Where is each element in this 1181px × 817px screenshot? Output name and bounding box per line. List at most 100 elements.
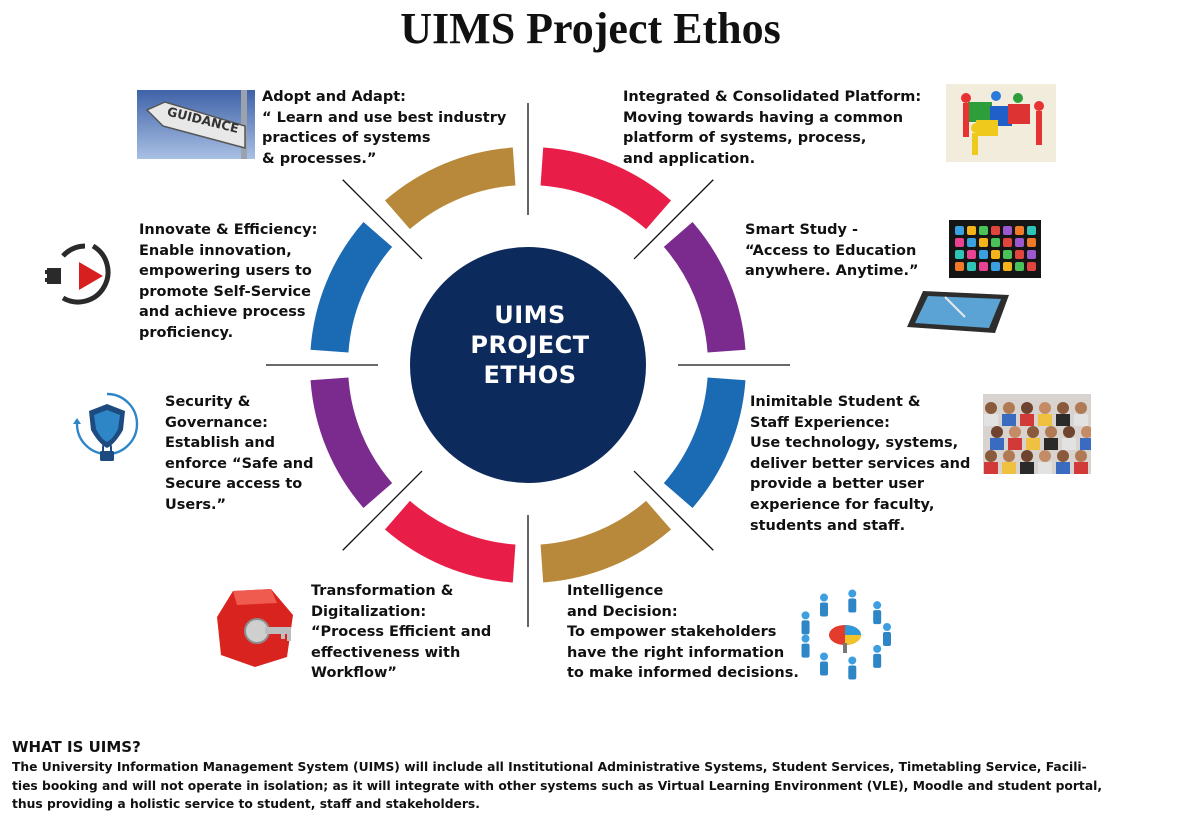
person-body-icon: [1074, 414, 1088, 426]
person-head-icon: [1021, 402, 1033, 414]
person-body-icon: [820, 602, 828, 617]
person-body-icon: [1020, 462, 1034, 474]
app-tile-icon: [1003, 238, 1012, 247]
app-tile-icon: [1027, 238, 1036, 247]
app-tile-icon: [1015, 226, 1024, 235]
smart-study-block: Smart Study - “Access to Education anywh…: [745, 220, 919, 282]
guidance-sign-icon: GUIDANCE: [137, 90, 255, 159]
app-tile-icon: [967, 262, 976, 271]
block-heading: Innovate & Efficiency:: [139, 222, 318, 238]
person-head-icon: [873, 601, 882, 610]
block-line: and application.: [623, 150, 756, 167]
block-line: practices of systems: [262, 130, 431, 147]
person-head-icon: [1057, 450, 1069, 462]
block-heading: Staff Experience:: [750, 414, 890, 431]
block-line: students and staff.: [750, 517, 906, 534]
puzzle-people-icon: [946, 84, 1056, 162]
ring-segment-gold: [384, 147, 516, 230]
app-tile-icon: [955, 238, 964, 247]
person-head-icon: [991, 426, 1003, 438]
app-tile-icon: [967, 226, 976, 235]
person-body-icon: [1038, 462, 1052, 474]
person-head-icon: [1003, 450, 1015, 462]
footer-line: ties booking and will not operate in iso…: [12, 778, 1102, 793]
block-line: “Access to Education: [745, 242, 917, 259]
person-body-icon: [883, 632, 891, 646]
center-line: UIMS: [494, 301, 566, 329]
block-line: and achieve process: [139, 304, 306, 321]
footer-heading: WHAT IS UIMS?: [12, 738, 141, 756]
integrated-platform-block: Integrated & Consolidated Platform: Movi…: [623, 87, 921, 169]
transformation-block: Transformation & Digitalization: “Proces…: [311, 581, 491, 684]
app-tile-icon: [967, 238, 976, 247]
block-heading: Security &: [165, 394, 251, 410]
ring-segment-purple: [663, 221, 746, 353]
person-body-icon: [848, 665, 857, 680]
block-line: empowering users to: [139, 263, 312, 280]
person-head-icon: [1045, 426, 1057, 438]
people-analytics-icon: [801, 589, 891, 680]
app-tile-icon: [1027, 262, 1036, 271]
connector-line: [342, 179, 423, 260]
page-title: UIMS Project Ethos: [400, 4, 781, 53]
ring-segment-gold: [540, 500, 672, 583]
person-head-icon: [1039, 402, 1051, 414]
block-heading: Transformation &: [311, 583, 454, 599]
app-tile-icon: [1015, 262, 1024, 271]
app-tile-icon: [991, 226, 1000, 235]
block-line: “ Learn and use best industry: [262, 109, 507, 126]
person-body-icon: [1056, 414, 1070, 426]
person-head-icon: [1075, 402, 1087, 414]
app-tile-icon: [1003, 262, 1012, 271]
app-tile-icon: [1027, 250, 1036, 259]
person-body-icon: [1008, 438, 1022, 450]
person-head-icon: [848, 656, 857, 665]
block-heading: Digitalization:: [311, 603, 427, 620]
app-tile-icon: [955, 262, 964, 271]
person-head-icon: [1063, 426, 1075, 438]
person-body-icon: [820, 661, 828, 676]
person-body-icon: [1044, 438, 1058, 450]
center-label: UIMS PROJECT ETHOS: [440, 300, 620, 390]
person-body-icon: [1080, 438, 1091, 450]
students-photo-icon: [983, 394, 1091, 474]
app-tile-icon: [979, 250, 988, 259]
security-governance-block: Security & Governance: Establish and enf…: [165, 392, 314, 516]
person-body-icon: [801, 643, 810, 658]
block-line: Workflow”: [311, 665, 397, 682]
connector-lines: [266, 103, 790, 627]
person-head-icon: [848, 589, 857, 598]
ring-segment-red: [540, 147, 672, 230]
block-line: effectiveness with: [311, 644, 461, 661]
person-body-icon: [1062, 438, 1076, 450]
block-line: “Process Efficient and: [311, 624, 492, 641]
ring-segment-blue: [310, 221, 393, 353]
app-tile-icon: [955, 250, 964, 259]
shield-lock-icon: [73, 392, 139, 461]
block-line: to make informed decisions.: [567, 665, 799, 682]
person-body-icon: [801, 620, 810, 635]
block-line: proficiency.: [139, 324, 234, 341]
innovate-efficiency-block: Innovate & Efficiency: Enable innovation…: [139, 220, 317, 344]
block-heading: Intelligence: [567, 583, 664, 599]
app-tile-icon: [1003, 226, 1012, 235]
phone-apps-icon: [949, 220, 1041, 278]
person-body-icon: [1002, 414, 1016, 426]
plug-play-icon: [45, 243, 111, 305]
person-body-icon: [990, 438, 1004, 450]
person-body-icon: [848, 598, 857, 613]
app-tile-icon: [979, 238, 988, 247]
person-body-icon: [873, 653, 882, 668]
block-line: experience for faculty,: [750, 496, 935, 513]
person-head-icon: [985, 450, 997, 462]
footer-section: WHAT IS UIMS? The University Information…: [12, 738, 1172, 814]
block-line: Moving towards having a common: [623, 109, 904, 126]
block-line: Use technology, systems,: [750, 435, 959, 452]
person-head-icon: [820, 593, 828, 602]
connector-line: [633, 470, 714, 551]
block-line: Users.”: [165, 496, 227, 513]
block-line: anywhere. Anytime.”: [745, 263, 919, 280]
person-head-icon: [820, 652, 828, 661]
person-head-icon: [1075, 450, 1087, 462]
adopt-adapt-block: Adopt and Adapt: “ Learn and use best in…: [262, 87, 506, 169]
